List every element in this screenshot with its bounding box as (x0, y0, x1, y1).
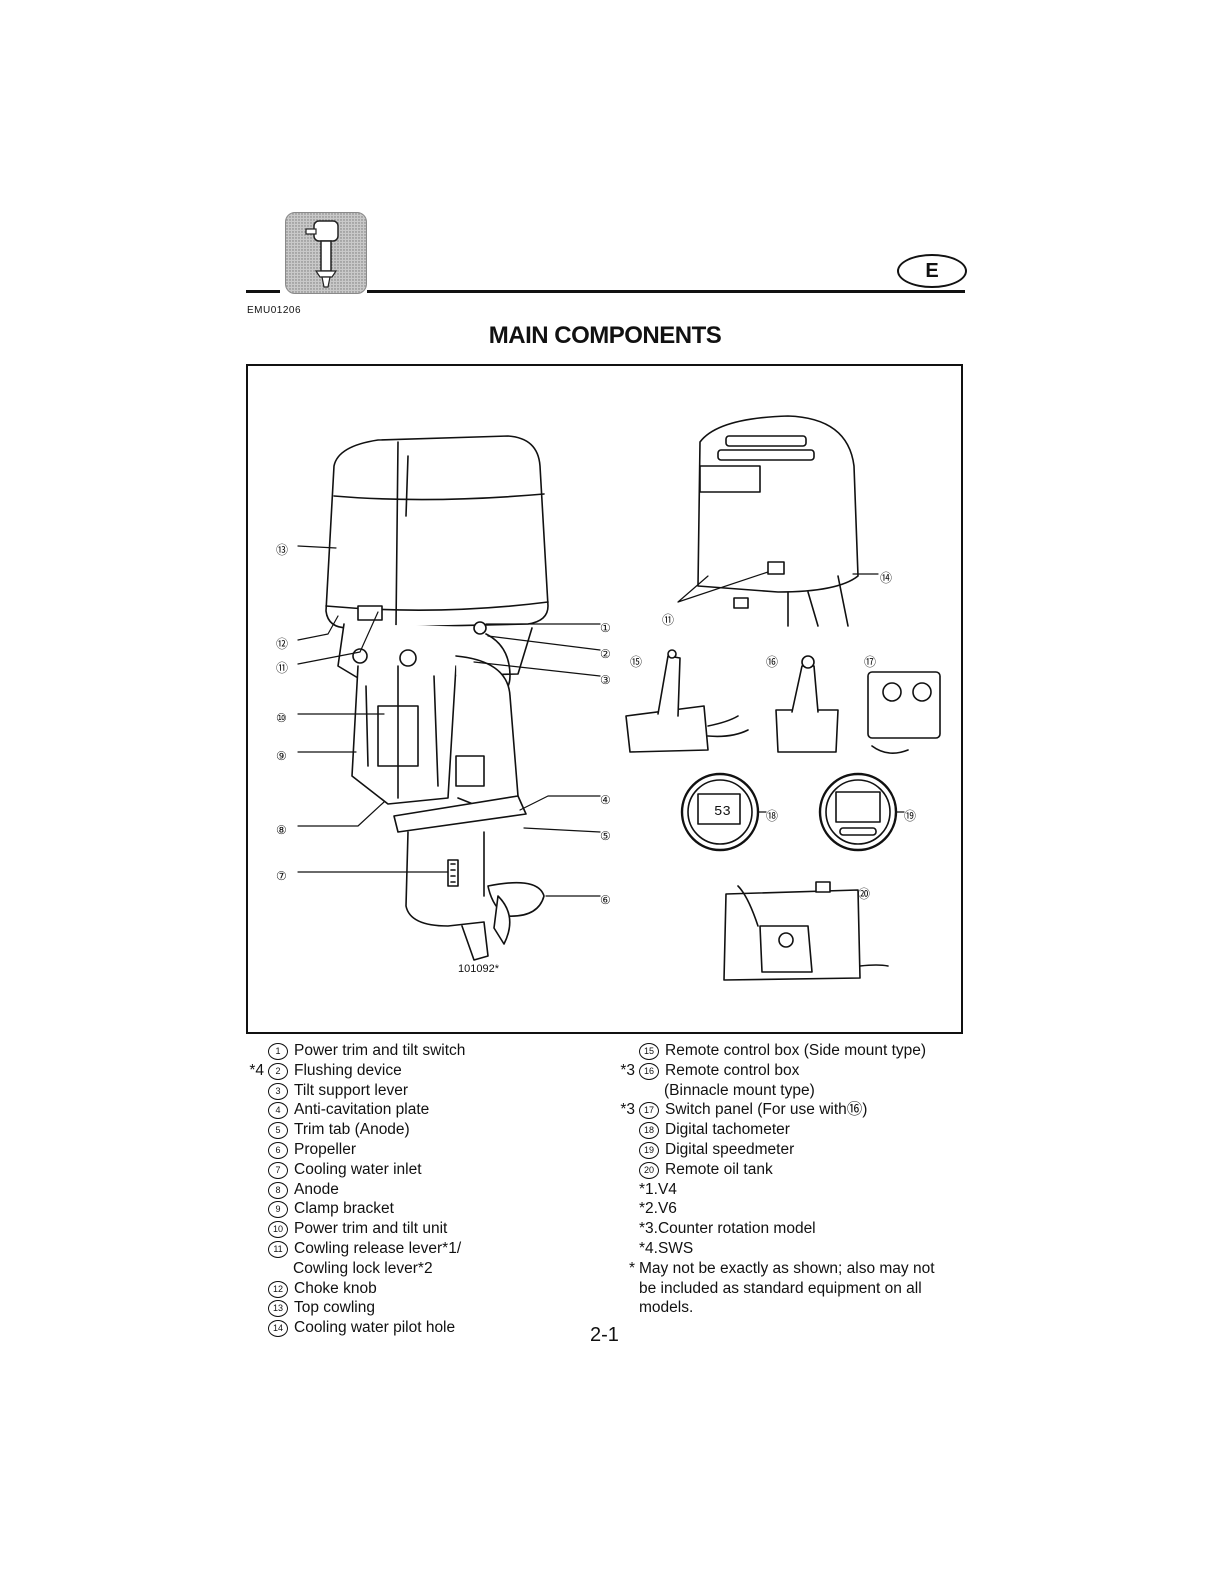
remote-oil-tank (723, 881, 889, 981)
callout-18: ⑱ (766, 809, 778, 823)
callout-16: ⑯ (766, 655, 778, 669)
remote-control-box-side-mount (625, 649, 749, 753)
footnote-item: *2.V6 (639, 1200, 677, 1218)
callout-8: ⑧ (276, 823, 287, 837)
page-title: MAIN COMPONENTS (488, 322, 722, 349)
document-code: EMU01206 (247, 305, 302, 316)
footnote-item: *1.V4 (639, 1180, 677, 1198)
language-badge: E (897, 254, 967, 288)
callout-2: ② (600, 647, 611, 661)
outboard-illustration: 53 (276, 415, 941, 981)
svg-text:53: 53 (714, 804, 731, 820)
footnote-note-continuation: be included as standard equipment on all (639, 1279, 922, 1297)
callout-1: ① (600, 621, 611, 635)
callout-9: ⑨ (276, 749, 287, 763)
callout-12: ⑫ (276, 637, 288, 651)
section-icon-box (285, 212, 367, 294)
legend-item-continuation: Cowling lock lever*2 (293, 1259, 433, 1277)
footnote-note-continuation: models. (639, 1299, 694, 1317)
page-number: 2-1 (590, 1324, 619, 1346)
legend-item-continuation: (Binnacle mount type) (664, 1081, 815, 1099)
rear-outboard-motor (697, 415, 859, 627)
header-rule-left (246, 290, 280, 293)
callout-13: ⑬ (276, 543, 288, 557)
leader-lines (297, 545, 905, 897)
switch-panel (867, 671, 941, 754)
callout-6: ⑥ (600, 893, 611, 907)
remote-control-box-binnacle (775, 655, 839, 753)
callout-5: ⑤ (600, 829, 611, 843)
callout-14: ⑭ (880, 571, 892, 585)
callout-19: ⑲ (904, 809, 916, 823)
callout-15: ⑮ (630, 655, 642, 669)
header-rule-right (367, 290, 965, 293)
digital-speedmeter (818, 772, 898, 852)
outboard-motor-icon (286, 213, 366, 293)
callout-3: ③ (600, 673, 611, 687)
callout-7: ⑦ (276, 869, 287, 883)
footnote-note: *May not be exactly as shown; also may n… (628, 1259, 935, 1277)
callout-11: ⑪ (276, 661, 288, 675)
callout-4: ④ (600, 793, 611, 807)
callout-17: ⑰ (864, 655, 876, 669)
callout-10: ⑩ (276, 711, 287, 725)
footnote-item: *4.SWS (639, 1239, 694, 1257)
figure-code: 101092* (458, 963, 500, 975)
main-outboard-motor (325, 435, 549, 961)
callout-20: ⑳ (858, 887, 870, 901)
components-figure: 53 (246, 364, 963, 1034)
callout-11-rear: ⑪ (662, 613, 674, 627)
footnote-item: *3.Counter rotation model (639, 1220, 816, 1238)
digital-tachometer: 53 (680, 772, 760, 852)
